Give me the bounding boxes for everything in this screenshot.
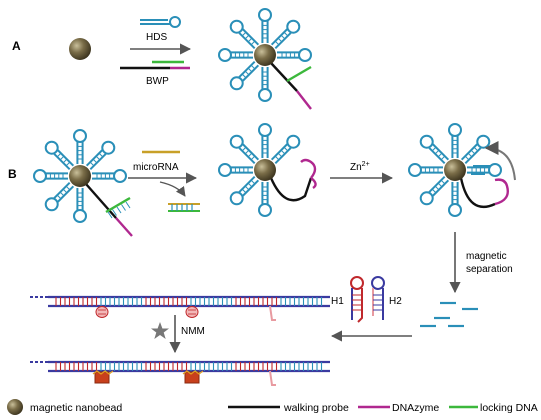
label-h2: H2 (389, 296, 402, 307)
hairpin-probe (229, 175, 260, 206)
hairpin-probe (33, 169, 68, 183)
legend-label-walking: walking probe (283, 402, 349, 414)
label-bwp: BWP (146, 76, 169, 87)
bwp-strands-icon (120, 60, 190, 70)
hairpin-probe (419, 175, 450, 206)
magnetic-bead-icon (444, 159, 466, 181)
h1-hairpin-icon (350, 276, 364, 323)
g-quadruplex-nmm-icon (184, 371, 200, 384)
dnazyme-strand (300, 158, 317, 189)
nmm-star-icon (151, 322, 169, 339)
h2-hairpin-icon (371, 276, 385, 320)
bead-bare (69, 38, 91, 60)
label-zn: Zn2+ (350, 161, 370, 173)
hcr-duplex-top (30, 295, 330, 321)
hds-hairpin-icon (140, 16, 181, 28)
magnetic-bead-icon (254, 159, 276, 181)
hairpin-probe (258, 67, 272, 102)
duplex-overhang (269, 305, 276, 321)
hairpin-probe (467, 163, 502, 177)
legend-bead-icon (7, 399, 23, 415)
hairpin-probe (218, 163, 253, 177)
hairpin-probe (44, 140, 75, 171)
g-quadruplex-icon (95, 306, 109, 318)
hcr-duplex-bottom (30, 360, 330, 386)
hairpin-probe (92, 169, 127, 183)
hairpin-probe (448, 123, 462, 158)
label-h1: H1 (331, 296, 344, 307)
hairpin-probe (277, 48, 312, 62)
hairpin-probe (229, 134, 260, 165)
curved-arrow-b1 (159, 181, 186, 197)
walking-probe-strand (459, 177, 496, 209)
probe-construct-b2 (218, 123, 317, 217)
legend: magnetic nanobead walking probe DNAzyme … (7, 399, 538, 415)
probe-construct-b1 (33, 129, 133, 237)
duplex-overhang (269, 370, 276, 386)
hairpin-probe (218, 48, 253, 62)
legend-label-locking: locking DNA (480, 402, 538, 414)
dnazyme-strand (296, 90, 312, 110)
legend-label-dnazyme: DNAzyme (392, 402, 439, 414)
hairpin-probe (258, 8, 272, 43)
hairpin-probe (73, 188, 87, 223)
walking-probe-strand (270, 62, 298, 92)
legend-label-bead: magnetic nanobead (30, 402, 122, 414)
hairpin-probe (229, 60, 260, 91)
curved-arrow-b3 (484, 141, 516, 181)
label-hds: HDS (146, 32, 167, 43)
magnetic-bead-icon (254, 44, 276, 66)
released-strands-icon (420, 301, 478, 328)
probe-construct-a (218, 8, 312, 110)
label-separation: separation (466, 264, 513, 275)
walking-probe-strand (85, 183, 117, 219)
released-duplex-icon (168, 203, 200, 212)
g-quadruplex-icon (185, 306, 199, 318)
hairpin-probe (408, 163, 443, 177)
hairpin-probe (419, 134, 450, 165)
hairpin-probe (460, 134, 491, 165)
locking-strand (105, 196, 131, 214)
dnazyme-strand (115, 217, 133, 237)
label-microrna: microRNA (133, 162, 179, 173)
hairpin-probe (270, 19, 301, 50)
label-magnetic: magnetic (466, 251, 507, 262)
hairpin-probe (258, 182, 272, 217)
locking-strand (286, 65, 312, 83)
hairpin-probe (448, 182, 462, 217)
label-nmm: NMM (181, 326, 205, 337)
hairpin-probe (229, 19, 260, 50)
dnazyme-strand (494, 178, 509, 206)
walking-probe-strand (269, 177, 313, 202)
hairpin-probe (258, 123, 272, 158)
g-quadruplex-nmm-icon (94, 371, 110, 384)
hairpin-probe (73, 129, 87, 164)
hairpin-probe (44, 181, 75, 212)
probe-construct-b3 (408, 123, 509, 217)
hairpin-probe (270, 134, 301, 165)
panel-a-letter: A (12, 39, 21, 53)
panel-b-letter: B (8, 167, 17, 181)
hairpin-probe (85, 140, 116, 171)
magnetic-bead-icon (69, 165, 91, 187)
